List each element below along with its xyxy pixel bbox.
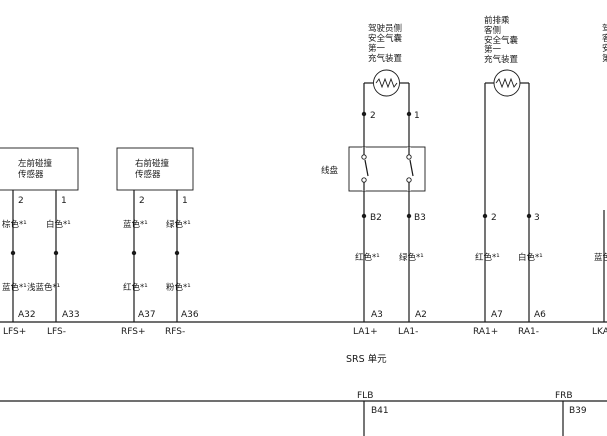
- passenger-splice-1: [482, 213, 488, 219]
- passenger-wire-color-red: 红色*¹: [475, 252, 500, 263]
- clockspring-box: [348, 146, 426, 192]
- rf-sensor-label-1: 右前碰撞: [135, 158, 170, 169]
- clockspring-pin-b3: B3: [414, 213, 426, 223]
- driver-airbag-label-3: 第一: [368, 43, 386, 54]
- lf-sensor-box: [0, 147, 79, 191]
- driver-squib-resistor-icon: [375, 77, 398, 89]
- lfs-pin-1: 1: [61, 196, 67, 206]
- edge-label-3: 安: [602, 43, 607, 54]
- driver-squib-icon: [373, 69, 400, 97]
- clockspring-label: 线盘: [321, 165, 339, 176]
- rfs-wire-color-blue: 蓝色*¹: [123, 219, 148, 230]
- driver-airbag-label-1: 驾驶员侧: [368, 23, 402, 34]
- clockspring-contact-3: [406, 154, 412, 160]
- driver-splice-2: [406, 111, 412, 117]
- passenger-wire-color-white: 白色*¹: [518, 252, 543, 263]
- lfs-wire-color-lightblue: 浅蓝色*¹: [27, 282, 60, 293]
- clockspring-spring-left: [364, 159, 369, 177]
- rf-sensor-box: [116, 147, 194, 191]
- driver-airbag-label-4: 充气装置: [368, 53, 403, 64]
- bottom-connector-row: FLB FRB B41 B39: [0, 391, 607, 436]
- driver-splice-1: [361, 111, 367, 117]
- srs-unit-connector: A32 A33 A37 A36 A3 A2 A7 A6 LFS+ LFS- RF…: [0, 310, 607, 365]
- srs-unit-label: SRS 单元: [346, 353, 387, 365]
- passenger-airbag-label-1: 前排乘: [484, 15, 510, 26]
- rfs-pin-2: 2: [139, 196, 145, 206]
- clockspring-contact-1: [361, 154, 367, 160]
- signal-la1-minus: LA1-: [398, 327, 418, 337]
- passenger-airbag-label-3: 安全气囊: [484, 35, 519, 46]
- rfs-wire-color-green: 绿色*¹: [166, 219, 191, 230]
- bottom-label-flb: FLB: [357, 391, 373, 401]
- rfs-wire-color-red: 红色*¹: [123, 282, 148, 293]
- driver-wire-color-red: 红色*¹: [355, 252, 380, 263]
- bottom-pin-b41: B41: [371, 406, 389, 416]
- signal-la1-plus: LA1+: [353, 327, 378, 337]
- signal-ra1-plus: RA1+: [473, 327, 498, 337]
- passenger-pin-3: 3: [534, 213, 540, 223]
- connector-pin-a2: A2: [415, 310, 427, 320]
- lfs-pin-2: 2: [18, 196, 24, 206]
- edge-label-1: 驾: [602, 23, 607, 34]
- driver-airbag-label-2: 安全气囊: [368, 33, 403, 44]
- rfs-splice-2: [174, 250, 180, 256]
- connector-pin-a32: A32: [18, 310, 36, 320]
- lf-sensor-label-1: 左前碰撞: [18, 158, 53, 169]
- connector-pin-a7: A7: [491, 310, 503, 320]
- connector-pin-a37: A37: [138, 310, 156, 320]
- edge-partial-component: 驾 客 安 第 蓝色: [594, 23, 607, 322]
- passenger-squib-icon: [493, 69, 521, 97]
- signal-lka-partial: LKA: [592, 327, 607, 337]
- lfs-wire-color-white: 白色*¹: [46, 219, 71, 230]
- driver-pin-1: 1: [414, 111, 420, 121]
- edge-label-4: 第: [602, 53, 607, 64]
- bottom-pin-b39: B39: [569, 406, 587, 416]
- bottom-label-frb: FRB: [555, 391, 573, 401]
- passenger-airbag-label-2: 客侧: [484, 25, 501, 36]
- driver-airbag-circuit: 驾驶员侧 安全气囊 第一 充气装置 2 1 线盘 B2 B3 红色*¹ 绿色*¹: [321, 23, 426, 322]
- right-front-crash-sensor: 右前碰撞 传感器 2 1 蓝色*¹ 绿色*¹ 红色*¹ 粉色*¹: [116, 147, 194, 322]
- signal-lfs-plus: LFS+: [3, 327, 26, 337]
- signal-rfs-plus: RFS+: [121, 327, 146, 337]
- connector-pin-a33: A33: [62, 310, 80, 320]
- driver-splice-4: [406, 213, 412, 219]
- passenger-airbag-circuit: 前排乘 客侧 安全气囊 第一 充气装置 2 3 红色*¹ 白色*¹: [475, 15, 543, 322]
- passenger-airbag-label-4: 第一: [484, 44, 502, 55]
- lfs-wire-color-brown: 棕色*¹: [2, 219, 27, 230]
- signal-ra1-minus: RA1-: [518, 327, 539, 337]
- driver-wire-color-green: 绿色*¹: [399, 252, 424, 263]
- passenger-splice-2: [526, 213, 532, 219]
- lfs-splice-2: [53, 250, 59, 256]
- connector-pin-a6: A6: [534, 310, 546, 320]
- edge-wire-color: 蓝色: [594, 252, 607, 263]
- lf-sensor-label-2: 传感器: [18, 169, 44, 180]
- clockspring-pin-b2: B2: [370, 213, 382, 223]
- passenger-pin-2: 2: [491, 213, 497, 223]
- rf-sensor-label-2: 传感器: [135, 169, 161, 180]
- connector-pin-a36: A36: [181, 310, 199, 320]
- driver-splice-3: [361, 213, 367, 219]
- signal-rfs-minus: RFS-: [165, 327, 185, 337]
- lfs-splice-1: [10, 250, 16, 256]
- passenger-squib-resistor-icon: [495, 77, 518, 89]
- rfs-pin-1: 1: [182, 196, 188, 206]
- driver-pin-2: 2: [370, 111, 376, 121]
- clockspring-spring-right: [409, 159, 414, 177]
- left-front-crash-sensor: 左前碰撞 传感器 2 1 棕色*¹ 白色*¹ 蓝色*¹ 浅蓝色*¹: [0, 147, 79, 322]
- signal-lfs-minus: LFS-: [47, 327, 66, 337]
- connector-pin-a3: A3: [371, 310, 383, 320]
- rfs-splice-1: [131, 250, 137, 256]
- passenger-airbag-label-5: 充气装置: [484, 54, 519, 65]
- lfs-wire-color-blue: 蓝色*¹: [2, 282, 27, 293]
- edge-label-2: 客: [602, 33, 607, 44]
- rfs-wire-color-pink: 粉色*¹: [166, 282, 191, 293]
